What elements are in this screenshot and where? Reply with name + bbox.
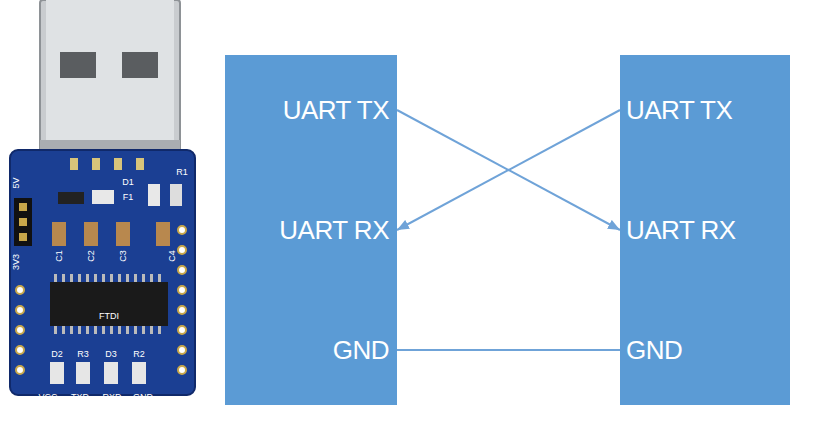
silkscreen-label: D1 <box>122 178 134 187</box>
signal-name: UART TX <box>283 97 389 123</box>
interface-block: UART TX UART RX GND <box>225 55 397 405</box>
signal-name: UART RX <box>626 217 736 243</box>
silkscreen-label: C2 <box>87 250 96 262</box>
silkscreen-label: F1 <box>123 193 134 202</box>
signal-name: GND <box>626 337 682 363</box>
silkscreen-label: R3 <box>77 350 89 359</box>
signal-name: GND <box>333 337 389 363</box>
silkscreen-label: R1 <box>176 168 188 177</box>
silkscreen-label: C3 <box>119 250 128 262</box>
signal-name: UART RX <box>279 217 389 243</box>
silkscreen-label: FTDI <box>99 312 119 321</box>
silkscreen-label: 3V3 <box>12 254 21 270</box>
silkscreen-label: D2 <box>51 350 63 359</box>
usb-plug <box>40 0 180 162</box>
ic-chip <box>50 274 168 334</box>
signal-wire <box>397 349 620 351</box>
signal-wire <box>397 110 620 230</box>
signal-wire <box>397 110 620 230</box>
pcb <box>10 150 195 395</box>
silkscreen-label: R2 <box>133 350 145 359</box>
silkscreen-label: GND <box>133 393 153 402</box>
silkscreen-label: VCC <box>38 393 57 402</box>
silkscreen-label: 5V <box>12 177 21 188</box>
silkscreen-label: RXD <box>102 393 121 402</box>
signal-name: UART TX <box>626 97 732 123</box>
silkscreen-label: C4 <box>168 250 177 262</box>
silkscreen-label: D3 <box>105 350 117 359</box>
interface-block: UART TX UART RX GND <box>620 55 790 405</box>
silkscreen-label: TXD <box>71 393 89 402</box>
silkscreen-label: C1 <box>55 250 64 262</box>
